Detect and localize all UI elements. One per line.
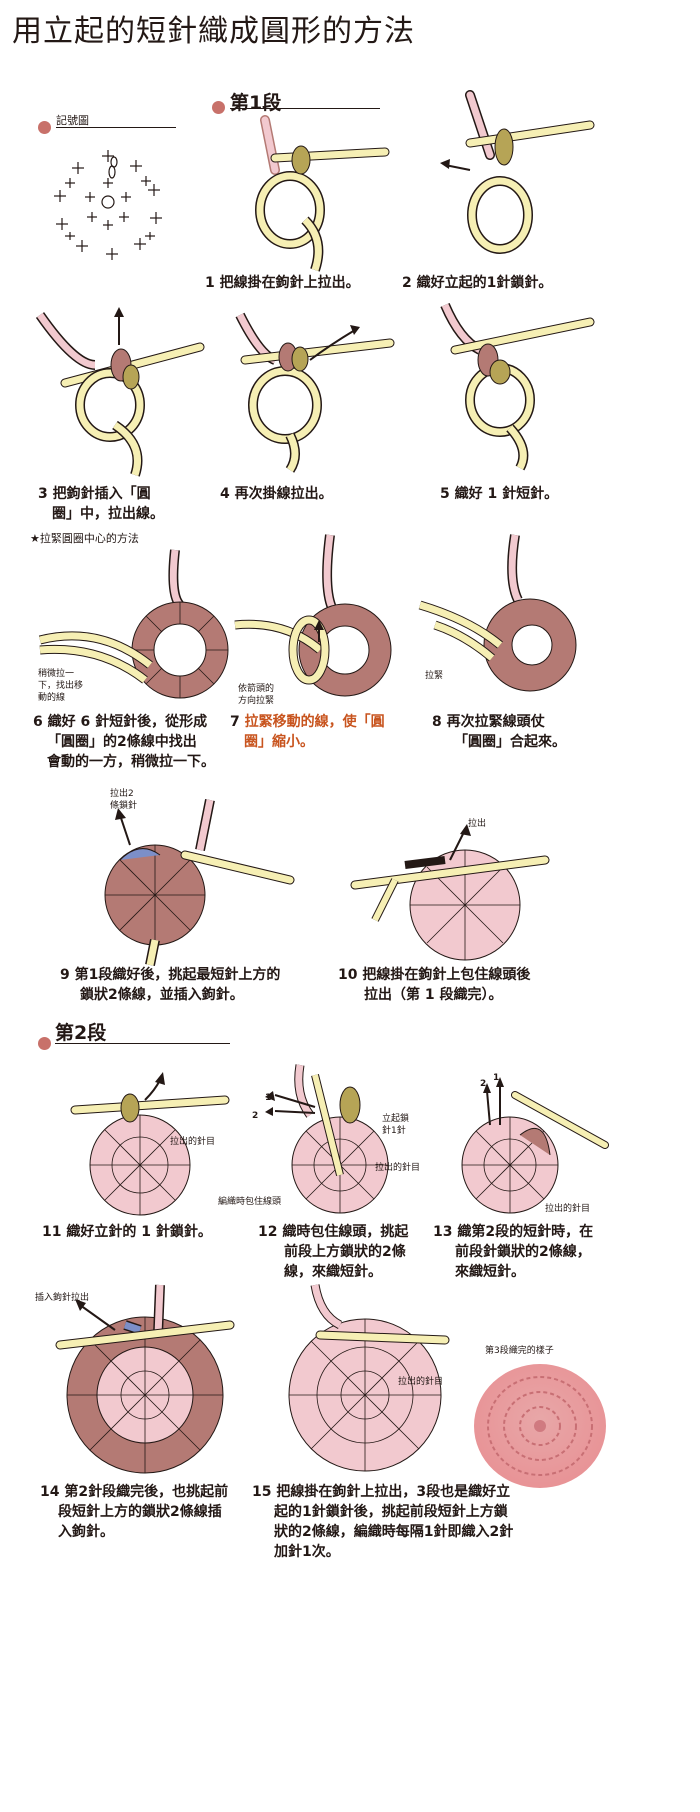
step15-illustration <box>288 1284 450 1472</box>
legend-label: 記號圖 <box>56 114 89 127</box>
step14-note: 插入鉤針拉出 <box>35 1293 90 1303</box>
step12-note-wrap: 編織時包住線頭 <box>218 1197 282 1207</box>
step13-illustration <box>461 1077 609 1214</box>
step10-note: 拉出 <box>468 819 487 829</box>
step13-caption: 13 織第2段的短針時，在 前段針鎖狀的2條線， 來織短針。 <box>433 1224 594 1280</box>
photo-caption: 第3段織完的樣子 <box>485 1346 554 1356</box>
step11-illustration <box>70 1072 230 1216</box>
step2-illustration <box>440 90 595 254</box>
step11-caption: 11 織好立針的 1 針鎖針。 <box>42 1224 212 1240</box>
step3-caption: 3 把鉤針插入「圓 圈」中，拉出線。 <box>38 486 164 522</box>
section-dot-round2 <box>38 1037 51 1050</box>
step12-label-2: 2 <box>252 1111 259 1121</box>
step8-caption: 8 再次拉緊線頭仗 「圓圈」合起來。 <box>432 714 566 750</box>
step15-caption: 15 把線掛在鉤針上拉出，3段也是織好立 起的1針鎖針後，挑起前段短針上方鎖 狀… <box>252 1484 514 1560</box>
step6-illustration <box>38 549 229 699</box>
step7-illustration <box>234 534 392 697</box>
step4-illustration <box>235 312 395 473</box>
step11-note: 拉出的針目 <box>170 1137 216 1147</box>
step12-label-1: 1 <box>265 1093 272 1103</box>
step1-illustration <box>255 115 390 272</box>
step13-label-2: 2 <box>480 1079 487 1089</box>
step12-note-chain: 立起鎖針1針 <box>382 1114 410 1136</box>
step12-illustration <box>265 1064 389 1214</box>
step2-caption: 2 織好立起的1針鎖針。 <box>402 275 553 291</box>
step14-caption: 14 第2針段織完後，也挑起前 段短針上方的鎖狀2條線插 入鉤針。 <box>40 1484 229 1540</box>
legend-rule <box>56 127 176 128</box>
step1-caption: 1 把線掛在鉤針上拉出。 <box>205 275 360 291</box>
page-title: 用立起的短針織成圓形的方法 <box>12 14 415 49</box>
step6-caption: 6 織好 6 針短針後，從形成 「圓圈」的2條線中找出 會動的一方，稍微拉一下。 <box>33 714 215 770</box>
step15-note: 拉出的針目 <box>398 1377 444 1387</box>
step6-note: 稍微拉一下，找出移動的線 <box>38 669 84 703</box>
step3-illustration <box>35 307 205 477</box>
step4-caption: 4 再次掛線拉出。 <box>220 486 333 502</box>
step9-caption: 9 第1段織好後，挑起最短針上方的 鎖狀2條線，並插入鉤針。 <box>60 967 281 1003</box>
step10-illustration <box>350 824 550 961</box>
step10-caption: 10 把線掛在鉤針上包住線頭後 拉出（第 1 段織完）。 <box>338 967 531 1003</box>
step12-note-pull: 拉出的針目 <box>375 1163 421 1173</box>
legend-dot <box>38 121 51 134</box>
step13-note-pull: 拉出的針目 <box>545 1204 591 1214</box>
section-rule-round1 <box>230 108 380 109</box>
step5-caption: 5 織好 1 針短針。 <box>440 486 559 502</box>
step13-label-1: 1 <box>493 1073 500 1083</box>
step12-caption: 12 織時包住線頭，挑起 前段上方鎖狀的2條 線，來織短針。 <box>258 1224 409 1280</box>
step8-note: 拉緊 <box>425 671 444 681</box>
step9-illustration <box>104 799 295 966</box>
step14-illustration <box>55 1284 235 1474</box>
finished-piece-photo <box>474 1364 606 1488</box>
step8-illustration <box>418 534 577 692</box>
step5-illustration <box>440 302 595 471</box>
step7-caption: 7 拉緊移動的線，使「圓 圈」縮小。 <box>230 714 385 750</box>
section-rule-round2 <box>55 1043 230 1044</box>
tip-label: ★拉緊圓圈中心的方法 <box>30 532 139 545</box>
symbol-chart <box>54 150 162 260</box>
section-title-round2: 第2段 <box>55 1022 107 1044</box>
step7-note: 依箭頭的方向拉緊 <box>238 684 275 706</box>
section-dot-round1 <box>212 101 225 114</box>
